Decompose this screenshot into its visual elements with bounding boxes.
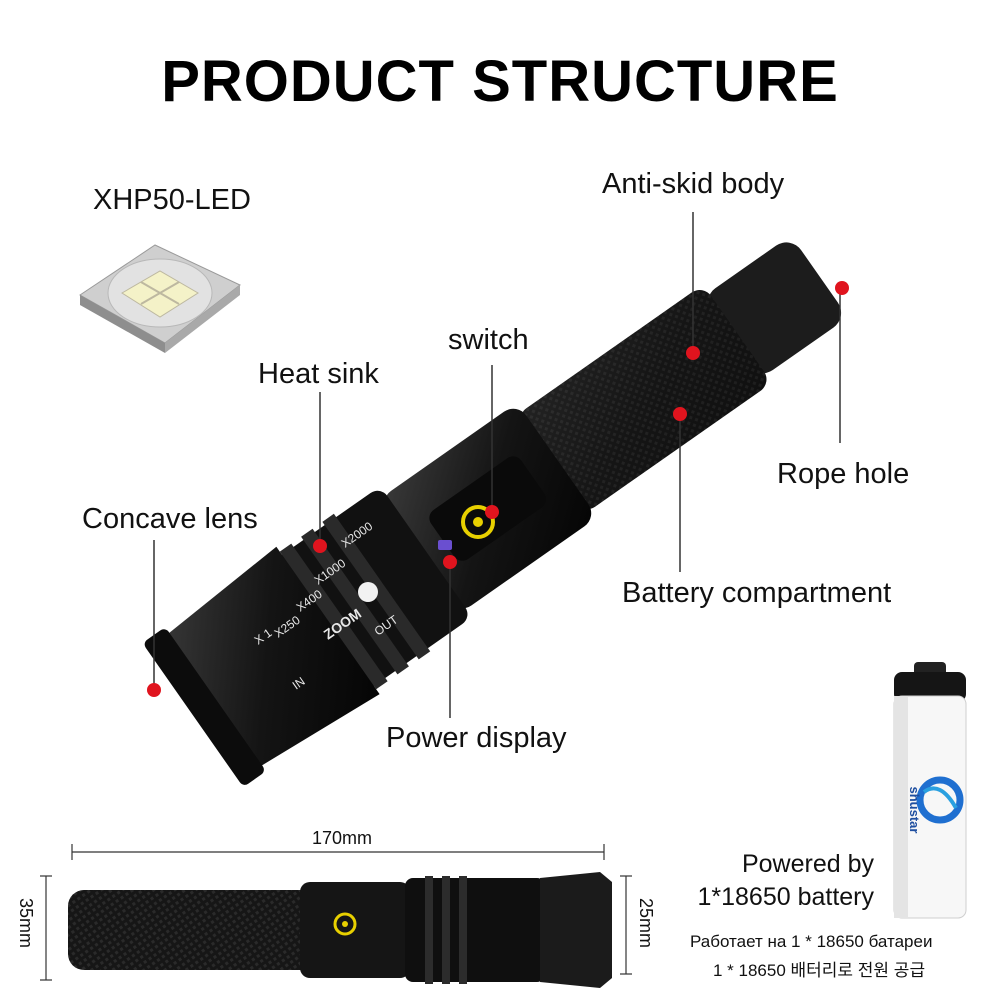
page-title: PRODUCT STRUCTURE [161,49,839,114]
marker-switch [485,505,499,519]
battery-note-ko: 1 * 18650 배터리로 전원 공급 [713,961,926,980]
dimension-diagram [40,844,632,988]
power-display-label: Power display [386,722,567,754]
body-diameter-dimension: 25mm [636,898,656,949]
marker-anti-skid [686,346,700,360]
power-display-icon [438,540,452,550]
marker-concave-lens [147,683,161,697]
marker-heat-sink [313,539,327,553]
anti-skid-body-label: Anti-skid body [602,168,785,200]
head-diameter-dimension: 35mm [16,898,36,949]
battery-image: shustar [893,662,967,919]
led-label: XHP50-LED [93,184,251,216]
powered-by-line2: 1*18650 battery [697,883,874,911]
flashlight-body [144,242,842,785]
battery-note-ru: Работает на 1 * 18650 батареи [690,932,933,951]
battery-brand: shustar [907,787,922,834]
heat-sink-label: Heat sink [258,358,379,390]
powered-by-line1: Powered by [741,850,874,878]
switch-ring-icon [461,505,495,539]
marker-battery-compartment [673,407,687,421]
rope-hole-label: Rope hole [777,458,910,490]
side-switch-ring-icon [333,912,357,936]
length-dimension: 170mm [312,828,373,848]
battery-compartment-label: Battery compartment [622,577,892,609]
concave-lens-label: Concave lens [82,503,258,535]
led-chip-image [79,244,241,353]
switch-label: switch [448,324,529,356]
marker-rope-hole [835,281,849,295]
marker-power-display [443,555,457,569]
flashlight-diagram: X2000 X1000 X400 X250 X 1 ZOOM IN OUT [144,212,849,785]
